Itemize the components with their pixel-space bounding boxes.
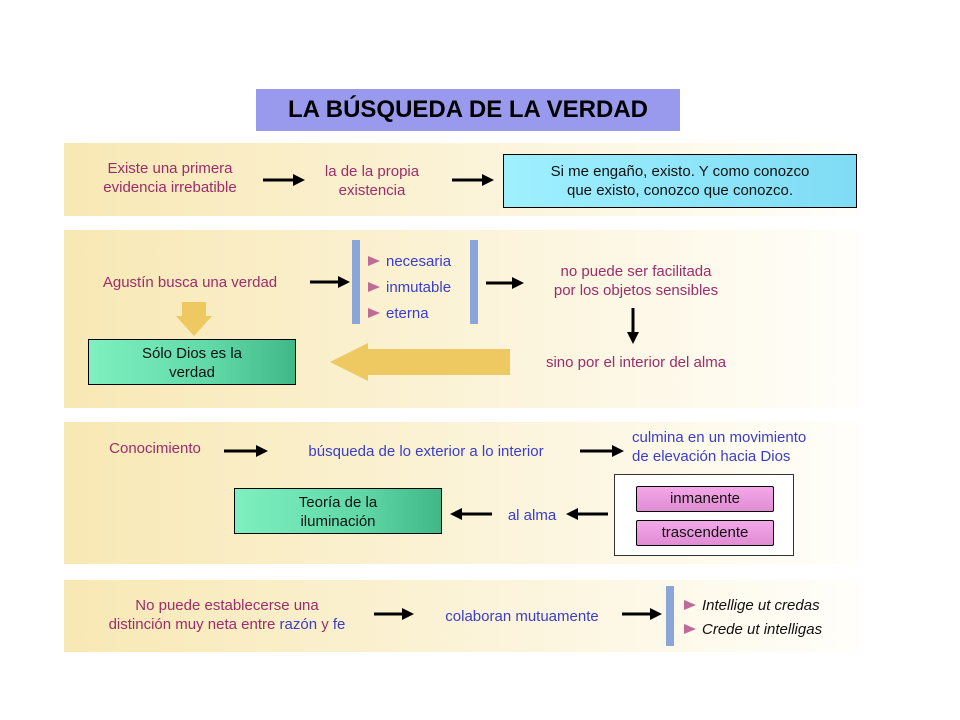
mutual-collaboration: colaboran mutuamente [445,608,599,625]
section-band-faith-reason [64,580,860,652]
maxim-item: Intellige ut credas [684,594,822,618]
faith-reason-statement: No puede establecerse una distinción muy… [72,596,382,634]
maxims-list: Intellige ut credas Crede ut intelligas [684,594,822,642]
bullet-triangle-icon [368,282,380,293]
god-truth-box: Sólo Dios es la verdad [88,339,296,385]
arrow-left-icon [566,508,608,520]
mode-immanent: inmanente [636,486,774,512]
attribute-item: eterna [368,301,451,327]
not-by-line-2: por los objetos sensibles [553,282,719,299]
arrow-right-icon [622,608,662,620]
god-truth-line-1: Sólo Dios es la [141,345,243,362]
arrow-right-icon [263,174,305,186]
bullet-triangle-icon [684,624,696,635]
theory-line-2: iluminación [300,513,376,530]
to-soul-label: al alma [507,507,557,524]
faith-reason-line-2: distinción muy neta entre razón y fe [108,616,346,633]
bullet-triangle-icon [368,256,380,267]
augustine-search: Agustín busca una verdad [102,274,278,291]
cogito-line-2: que existo, conozco que conozco. [567,182,793,199]
evidence-statement: Existe una primera evidencia irrebatible [82,159,258,197]
existence-line-2: existencia [338,182,406,199]
maxim-item: Crede ut intelligas [684,618,822,642]
bracket-bar-right [470,240,478,324]
bracket-bar-left [352,240,360,324]
bracket-bar-maxims [666,586,674,646]
big-arrow-down-icon [176,302,212,336]
search-inward: búsqueda de lo exterior a lo interior [308,443,544,460]
arrow-right-icon [310,276,350,288]
arrow-left-icon [450,508,492,520]
not-by-senses: no puede ser facilitada por los objetos … [524,262,748,300]
bullet-triangle-icon [684,600,696,611]
page-title: LA BÚSQUEDA DE LA VERDAD [256,89,680,131]
arrow-right-icon [452,174,494,186]
evidence-line-2: evidencia irrebatible [103,179,237,196]
arrow-right-icon [224,445,268,457]
bullet-triangle-icon [368,308,380,319]
evidence-line-1: Existe una primera [107,160,233,177]
arrow-right-icon [374,608,414,620]
truth-attributes-list: necesaria inmutable eterna [368,249,451,327]
god-truth-line-2: verdad [169,364,215,381]
cogito-line-1: Si me engaño, existo. Y como conozco [550,163,810,180]
illumination-theory-box: Teoría de la iluminación [234,488,442,534]
inner-soul: sino por el interior del alma [545,354,727,371]
arrow-right-icon [580,445,624,457]
arrow-right-icon [486,277,524,289]
big-arrow-left-icon [330,343,510,381]
faith-reason-line-1: No puede establecerse una [135,597,319,614]
knowledge-label: Conocimiento [109,440,201,457]
attribute-item: inmutable [368,275,451,301]
culmination-text: culmina en un movimiento de elevación ha… [632,428,806,466]
culmination-line-1: culmina en un movimiento [632,429,807,446]
theory-line-1: Teoría de la [298,494,378,511]
attribute-item: necesaria [368,249,451,275]
arrow-down-icon [627,308,639,344]
mode-transcendent: trascendente [636,520,774,546]
cogito-quote-box: Si me engaño, existo. Y como conozco que… [503,154,857,208]
existence-statement: la de la propia existencia [310,162,434,200]
culmination-line-2: de elevación hacia Dios [632,448,791,465]
existence-line-1: la de la propia [324,163,420,180]
not-by-line-1: no puede ser facilitada [560,263,712,280]
